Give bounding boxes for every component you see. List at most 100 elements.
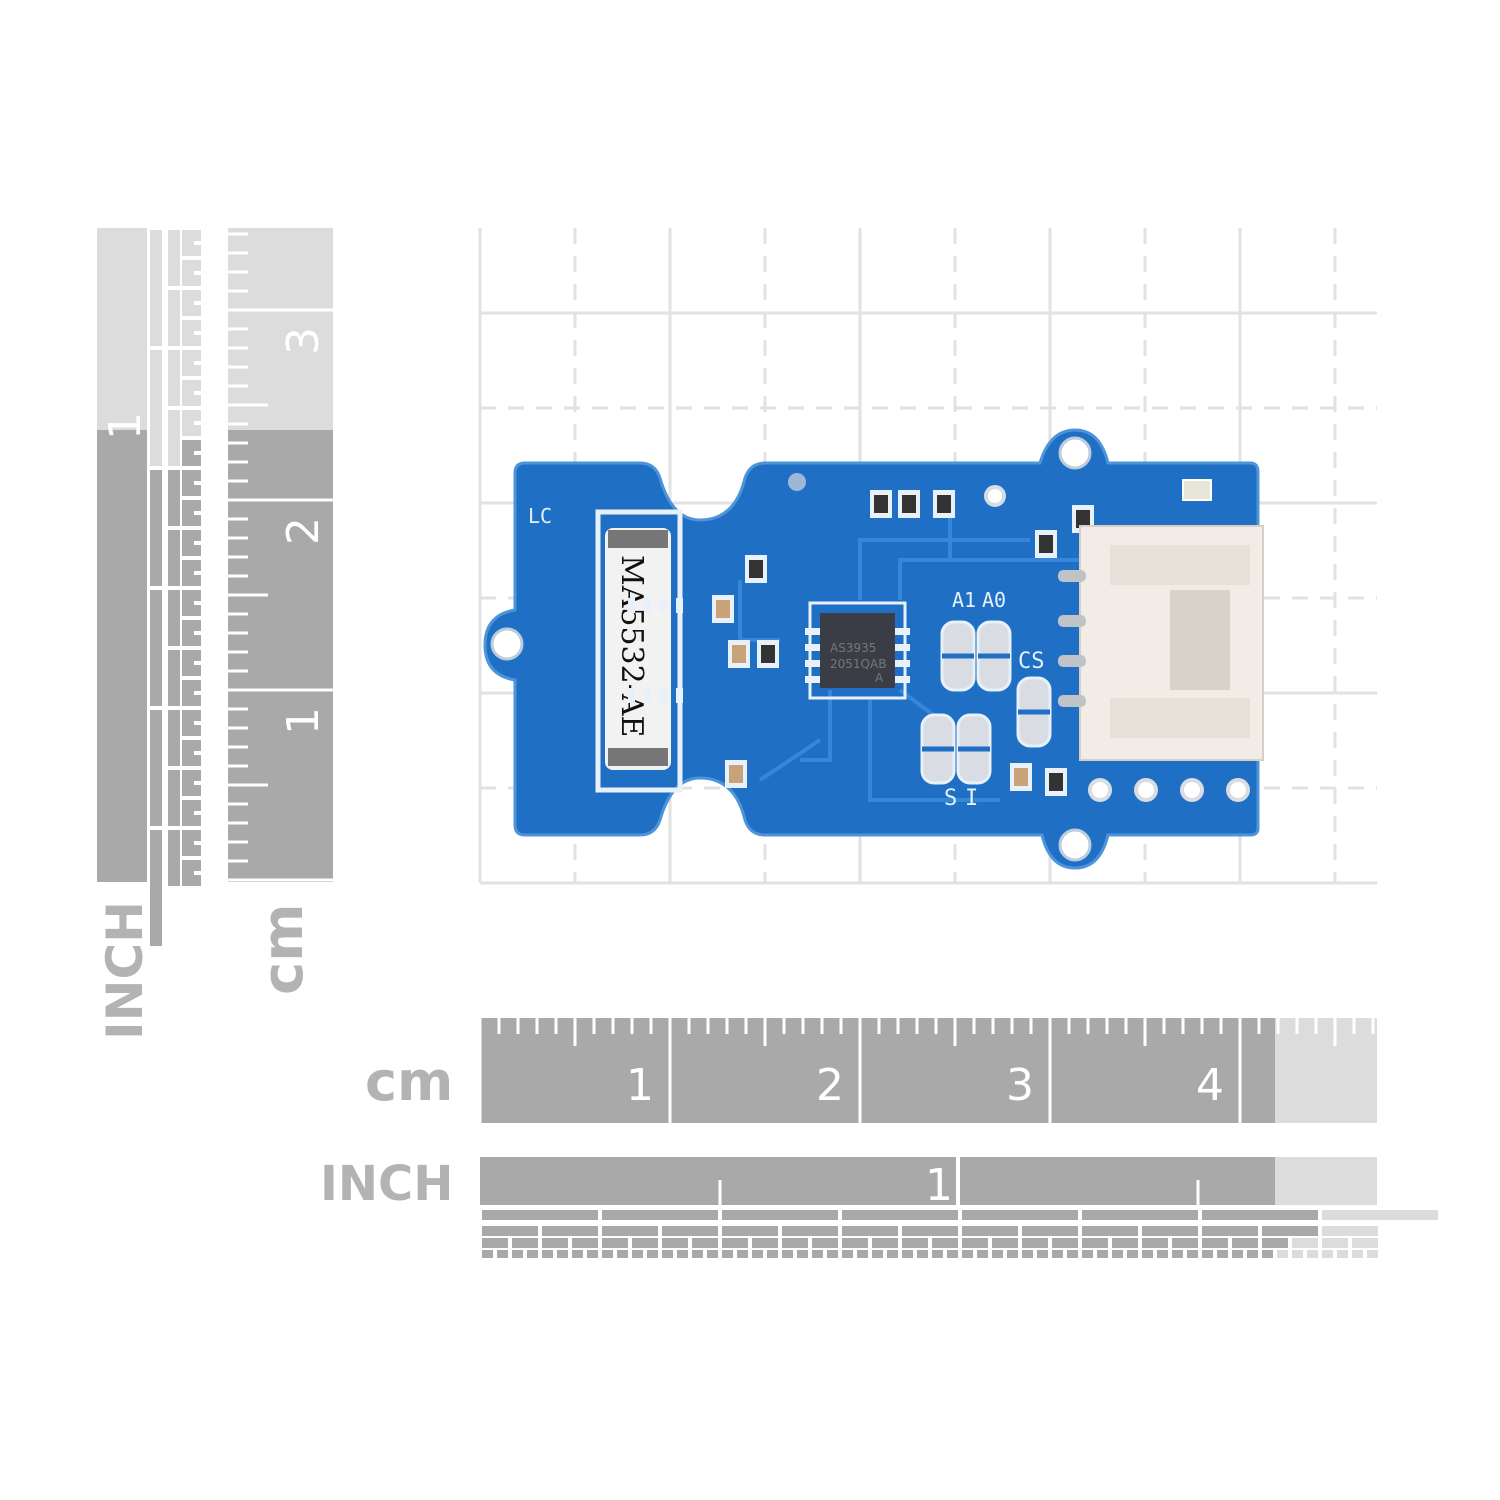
ruler-subdivision [482,1226,538,1236]
vertical-inch-unit-label: INCH [96,901,154,1040]
ruler-subdivision [707,1250,718,1258]
ruler-subdivision [194,380,201,391]
smd-component [732,645,746,663]
ruler-subdivision [692,1250,703,1258]
ruler-subdivision [182,380,194,406]
ruler-subdivision [182,650,194,676]
ruler-subdivision [194,230,201,241]
ruler-subdivision [194,620,201,631]
ruler-subdivision [947,1250,958,1258]
ruler-subdivision [194,290,201,301]
horizontal-inch-unit-label: INCH [320,1156,453,1212]
vertical-cm-label-1: 1 [278,707,329,735]
ruler-subdivision [194,725,201,736]
ruler-subdivision [194,800,201,811]
ruler-subdivision [932,1238,958,1248]
ruler-subdivision [168,650,180,706]
ruler-subdivision [194,740,201,751]
smd-component [874,495,888,513]
ruler-subdivision [182,290,194,316]
smd-component [902,495,916,513]
ruler-subdivision [194,275,201,286]
ruler-subdivision [182,500,194,526]
ruler-subdivision [962,1210,1078,1220]
led [1182,479,1212,501]
ruler-subdivision [194,710,201,721]
ruler-subdivision [1202,1250,1213,1258]
ruler-subdivision [872,1238,898,1248]
ruler-subdivision [168,290,180,346]
ruler-subdivision [1322,1226,1378,1236]
ruler-subdivision [572,1250,583,1258]
ruler-subdivision [168,770,180,826]
ruler-subdivision [182,260,194,286]
ruler-subdivision [602,1210,718,1220]
ruler-subdivision [168,530,180,586]
ruler-subdivision [168,830,180,886]
ruler-subdivision [1082,1210,1198,1220]
chip-pin [660,598,667,613]
ruler-subdivision [497,1250,508,1258]
chip-marking-3: A [875,671,884,685]
vertical-inch-ruler: 1 [97,228,201,946]
ruler-subdivision [767,1250,778,1258]
chip-pin [644,598,651,613]
ruler-subdivision [194,365,201,376]
ruler-subdivision [194,245,201,256]
chip-pin [895,660,910,667]
ruler-subdivision [194,500,201,511]
ruler-subdivision [1277,1250,1288,1258]
ruler-subdivision [194,440,201,451]
ruler-subdivision [737,1250,748,1258]
ruler-subdivision [842,1250,853,1258]
ruler-subdivision [194,695,201,706]
ruler-subdivision [194,605,201,616]
ruler-subdivision [168,470,180,526]
ruler-subdivision [168,410,180,466]
ruler-subdivision [182,620,194,646]
ruler-subdivision [587,1250,598,1258]
grove-connector[interactable] [1058,525,1264,761]
horizontal-cm-label-2: 2 [816,1060,844,1111]
ruler-subdivision [182,590,194,616]
ruler-subdivision [1202,1238,1228,1248]
ruler-subdivision [647,1250,658,1258]
ruler-subdivision [1037,1250,1048,1258]
chip-pin [895,644,910,651]
ruler-subdivision [512,1238,538,1248]
chip-pin [660,688,667,703]
ruler-subdivision [1307,1250,1318,1258]
ruler-subdivision [182,470,194,496]
ruler-subdivision [962,1226,1018,1236]
smd-component [1039,535,1053,553]
silk-i: I [965,786,978,811]
ruler-subdivision [902,1238,928,1248]
ruler-subdivision [150,230,162,346]
ruler-subdivision [150,710,162,826]
ruler-subdivision [182,530,194,556]
ruler-subdivision [692,1238,718,1248]
ruler-subdivision [1292,1238,1318,1248]
chip-marking-1: AS3935 [830,641,876,655]
ruler-subdivision [887,1250,898,1258]
ruler-subdivision [1217,1250,1228,1258]
ruler-subdivision [182,410,194,436]
ruler-subdivision [917,1250,928,1258]
ruler-subdivision [1112,1238,1138,1248]
ruler-subdivision [1322,1210,1438,1220]
ruler-subdivision [1052,1250,1063,1258]
ruler-subdivision [194,590,201,601]
ruler-subdivision [632,1238,658,1248]
ruler-subdivision [482,1238,508,1248]
ruler-subdivision [1232,1250,1243,1258]
chip-pin [628,598,635,613]
ruler-subdivision [1172,1238,1198,1248]
ruler-subdivision [602,1238,628,1248]
ruler-subdivision [1082,1250,1093,1258]
ruler-subdivision [782,1250,793,1258]
ruler-subdivision [150,470,162,586]
ruler-subdivision [194,845,201,856]
horizontal-cm-label-4: 4 [1196,1060,1224,1111]
ruler-subdivision [1367,1250,1378,1258]
ruler-subdivision [194,470,201,481]
